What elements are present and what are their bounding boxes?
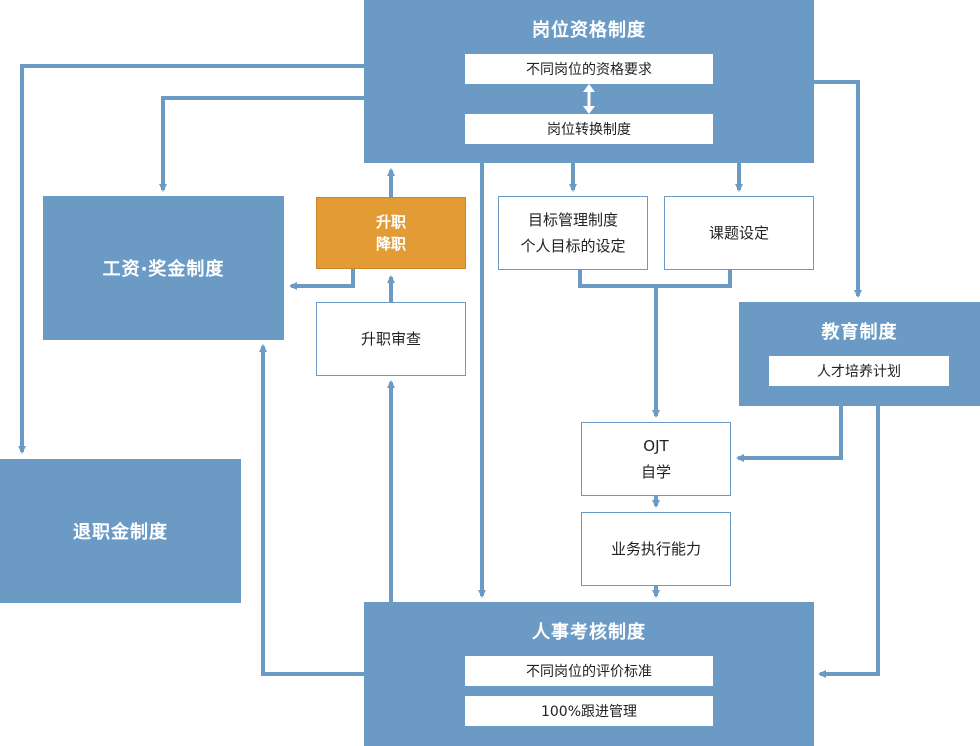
double-arrow-icon [583, 84, 595, 114]
arrow-evaluation-to-salary [259, 344, 364, 676]
topic-setting-label: 课题设定 [708, 224, 769, 242]
business-ability-label: 业务执行能力 [610, 540, 701, 558]
salary-bonus-title: 工资·奖金制度 [102, 259, 225, 280]
objective-management-label: 目标管理制度 [527, 211, 618, 229]
arrow-education-to-ojt [736, 405, 843, 462]
position-qualification-item-requirements: 不同岗位的资格要求 [465, 54, 713, 84]
business-ability-box: 业务执行能力 [581, 512, 731, 586]
arrow-objective-topic-to-ojt [578, 269, 732, 416]
salary-bonus-box: 工资·奖金制度 [43, 196, 284, 340]
retirement-box: 退职金制度 [0, 459, 241, 603]
personnel-evaluation-title: 人事考核制度 [532, 622, 646, 643]
personal-objective-label: 个人目标的设定 [520, 237, 626, 255]
demotion-label: 降职 [375, 235, 406, 253]
arrow-qualification-to-education [814, 80, 862, 298]
evaluation-item-criteria: 不同岗位的评价标准 [465, 656, 713, 686]
self-study-label: 自学 [640, 463, 671, 481]
promotion-review-label: 升职审查 [360, 330, 421, 348]
arrow-education-to-evaluation [818, 405, 880, 678]
retirement-title: 退职金制度 [73, 522, 168, 543]
position-qualification-item-transfer: 岗位转换制度 [465, 114, 713, 144]
position-qualification-title: 岗位资格制度 [532, 20, 646, 41]
objective-management-box: 目标管理制度 个人目标的设定 [498, 196, 648, 270]
ojt-self-study-box: OJT 自学 [581, 422, 731, 496]
education-item-talent-plan: 人才培养计划 [769, 356, 949, 386]
arrow-promotion-to-salary [289, 269, 355, 290]
promotion-label: 升职 [375, 213, 406, 231]
topic-setting-box: 课题设定 [664, 196, 814, 270]
education-title: 教育制度 [821, 322, 898, 343]
education-box: 教育制度 [739, 302, 980, 406]
promotion-review-box: 升职审查 [316, 302, 466, 376]
arrow-qualification-to-salary [159, 96, 364, 192]
evaluation-item-followup: 100%跟进管理 [465, 696, 713, 726]
promotion-demotion-box: 升职 降职 [316, 197, 466, 269]
arrow-qualification-to-retirement [18, 64, 364, 454]
ojt-label: OJT [643, 437, 669, 455]
